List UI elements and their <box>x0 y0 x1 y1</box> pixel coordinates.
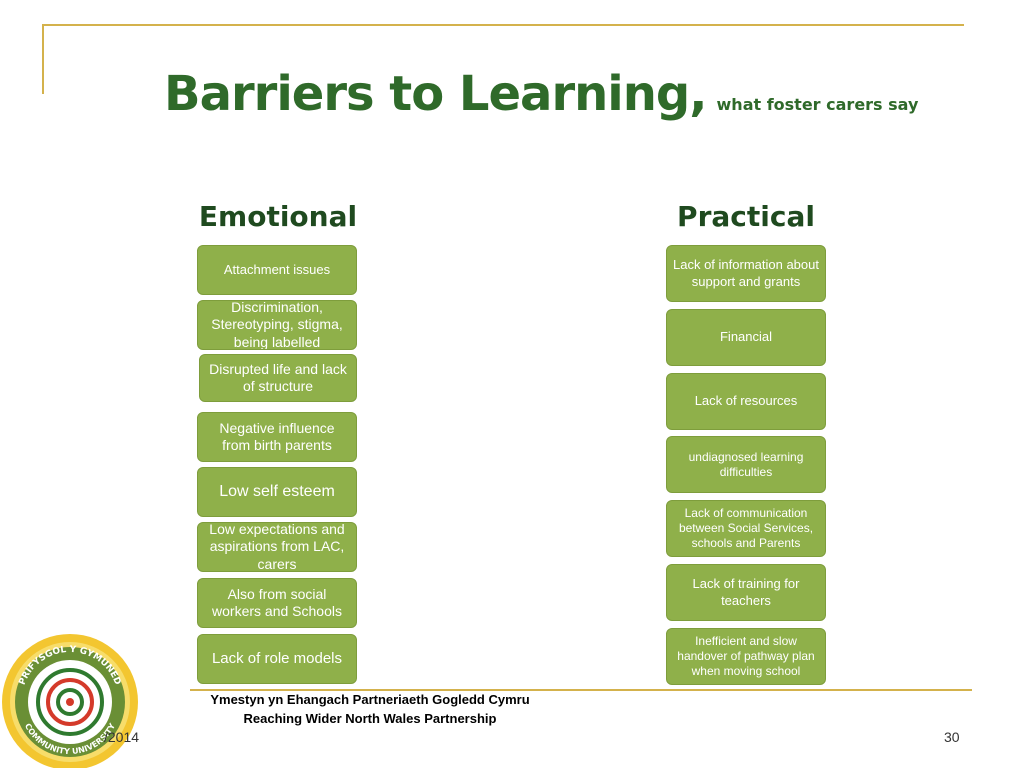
frame-top-rule <box>42 24 964 26</box>
emotional-box-social-workers: Also from social workers and Schools <box>197 578 357 628</box>
practical-box-training: Lack of training for teachers <box>666 564 826 621</box>
emotional-box-disrupted-life: Disrupted life and lack of structure <box>199 354 357 402</box>
practical-box-handover: Inefficient and slow handover of pathway… <box>666 628 826 685</box>
footer-date: /2014 <box>104 729 140 745</box>
emotional-box-low-expectations: Low expectations and aspirations from LA… <box>197 522 357 572</box>
slide-subtitle: what foster carers say <box>716 95 919 114</box>
practical-heading: Practical <box>677 200 815 233</box>
practical-box-label: Lack of information about support and gr… <box>673 257 819 289</box>
practical-box-resources: Lack of resources <box>666 373 826 430</box>
emotional-heading: Emotional <box>198 200 358 233</box>
practical-box-label: Inefficient and slow handover of pathway… <box>677 634 815 678</box>
footer-english-line: Reaching Wider North Wales Partnership <box>243 711 497 726</box>
emotional-box-attachment: Attachment issues <box>197 245 357 295</box>
slide-title: Barriers to Learning, what foster carers … <box>164 66 918 122</box>
emotional-box-negative-influence: Negative influence from birth parents <box>197 412 357 462</box>
practical-box-label: Lack of communication between Social Ser… <box>678 506 814 550</box>
emotional-box-discrimination: Discrimination, Stereotyping, stigma, be… <box>197 300 357 350</box>
logo-graphic: PRIFYSGOL Y GYMUNED COMMUNITY UNIVERSITY <box>2 634 138 770</box>
practical-box-label: undiagnosed learning difficulties <box>688 449 804 479</box>
practical-box-label: Lack of training for teachers <box>692 576 800 608</box>
emotional-box-role-models: Lack of role models <box>197 634 357 684</box>
practical-box-learning-difficulties: undiagnosed learning difficulties <box>666 436 826 493</box>
practical-box-financial: Financial <box>666 309 826 366</box>
emotional-box-label: Low self esteem <box>219 483 335 500</box>
frame-left-rule <box>42 24 44 94</box>
footer-welsh-line: Ymestyn yn Ehangach Partneriaeth Gogledd… <box>210 692 530 707</box>
university-logo: PRIFYSGOL Y GYMUNED COMMUNITY UNIVERSITY <box>0 632 170 770</box>
practical-box-label: Lack of resources <box>694 393 798 409</box>
practical-box-information: Lack of information about support and gr… <box>666 245 826 302</box>
emotional-box-label: Attachment issues <box>223 261 331 277</box>
emotional-box-label: Also from social workers and Schools <box>212 585 342 620</box>
emotional-box-label: Lack of role models <box>211 649 343 667</box>
emotional-box-low-self-esteem: Low self esteem <box>197 467 357 517</box>
practical-box-communication: Lack of communication between Social Ser… <box>666 500 826 557</box>
emotional-box-label: Low expectations and aspirations from LA… <box>209 522 345 572</box>
slide-title-main: Barriers to Learning, <box>164 66 708 122</box>
page-number: 30 <box>944 729 960 745</box>
practical-box-label: Financial <box>719 329 773 345</box>
emotional-box-label: Discrimination, Stereotyping, stigma, be… <box>211 300 343 350</box>
emotional-box-label: Disrupted life and lack of structure <box>209 360 347 395</box>
footer-rule <box>190 689 972 691</box>
emotional-box-label: Negative influence from birth parents <box>219 419 335 454</box>
